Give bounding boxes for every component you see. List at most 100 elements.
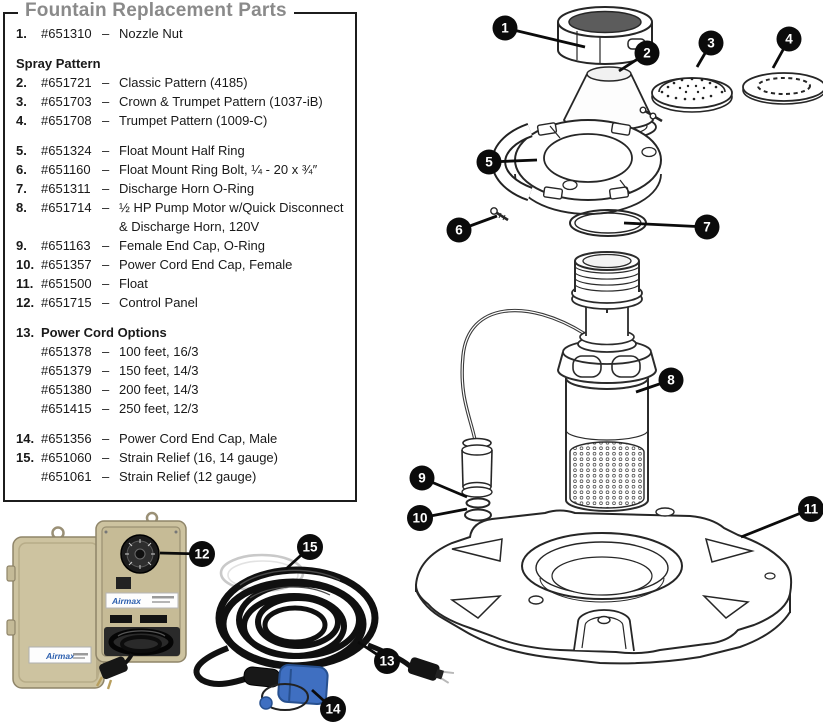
part-number: 1. (16, 26, 27, 41)
part-desc: 100 feet, 16/3 (119, 344, 199, 359)
part-row-13: 13. Power Cord Options (16, 323, 347, 342)
control-panel-closed-photo: Airmax (6, 526, 105, 689)
part-row-2: 2. #651721 – Classic Pattern (4185) (16, 73, 347, 92)
callout-5: 5 (476, 149, 502, 175)
separator: – (102, 363, 110, 378)
svg-text:9: 9 (418, 471, 426, 486)
svg-text:12: 12 (194, 547, 209, 562)
callout-9: 9 (409, 465, 435, 491)
separator: – (102, 143, 110, 158)
part-number: 12. (16, 295, 35, 310)
parts-list-panel: Fountain Replacement Parts 1. #651310 – … (3, 0, 357, 502)
part-code: #651160 (41, 162, 91, 177)
separator: – (102, 401, 110, 416)
brand-text: Airmax (45, 651, 76, 661)
svg-text:15: 15 (302, 540, 318, 555)
part-desc: Nozzle Nut (119, 26, 183, 41)
callout-6: 6 (446, 217, 472, 243)
half-ring-drawing (491, 119, 662, 215)
separator: – (102, 238, 110, 253)
part-desc: 250 feet, 12/3 (119, 401, 199, 416)
part-code: #651060 (41, 450, 92, 465)
part-row-4: 4. #651708 – Trumpet Pattern (1009-C) (16, 111, 347, 130)
part-code: #651310 (41, 26, 92, 41)
separator: – (102, 295, 110, 310)
separator: – (102, 94, 110, 109)
part-code: #651715 (41, 295, 92, 310)
separator: – (102, 162, 110, 177)
part-code: #651061 (41, 469, 92, 484)
part-row-12: 12. #651715 – Control Panel (16, 293, 347, 312)
pump-cord-drawing (460, 308, 586, 441)
svg-text:7: 7 (703, 220, 711, 235)
part-row-8-line2: & Discharge Horn, 120V (119, 219, 260, 234)
separator: – (102, 181, 110, 196)
part-row-8: 8. #651714 – ½ HP Pump Motor w/Quick Dis… (16, 198, 347, 217)
part-number: 8. (16, 200, 27, 215)
cord-plug (407, 657, 455, 684)
part-row-6: 6. #651160 – Float Mount Ring Bolt, ¼ - … (16, 160, 347, 179)
part-code: #651356 (41, 431, 92, 446)
callout-14: 14 (320, 696, 346, 722)
part-row-7: 7. #651311 – Discharge Horn O-Ring (16, 179, 347, 198)
callout-4: 4 (776, 26, 802, 52)
trumpet-disc-drawing (742, 72, 823, 105)
part-desc: Float (119, 276, 148, 291)
callout-11: 11 (798, 496, 823, 522)
part-number: 13. (16, 325, 35, 340)
screws-drawing (639, 106, 663, 123)
part-row-5: 5. #651324 – Float Mount Half Ring (16, 141, 347, 160)
spray-holes (660, 77, 724, 101)
part-code: #651415 (41, 401, 92, 416)
part-code: #651357 (41, 257, 92, 272)
part-number: 14. (16, 431, 35, 446)
power-cord-photo (193, 553, 455, 711)
part-number: 15. (16, 450, 35, 465)
separator: – (102, 382, 110, 397)
part-code: #651311 (41, 181, 91, 196)
part-number: 7. (16, 181, 27, 196)
part-desc: Trumpet Pattern (1009-C) (119, 113, 268, 128)
cord-option-3: #651380 – 200 feet, 14/3 (41, 380, 347, 399)
svg-text:11: 11 (804, 502, 819, 517)
svg-text:6: 6 (455, 223, 463, 238)
part-number: 11. (16, 276, 34, 291)
cord-option-1: #651378 – 100 feet, 16/3 (41, 342, 347, 361)
page-title: Fountain Replacement Parts (18, 0, 294, 22)
callout-badges: 1 2 3 4 5 6 7 8 9 10 11 12 13 14 15 (189, 15, 823, 722)
hinge (6, 565, 16, 582)
part-code: #651714 (41, 200, 92, 215)
switch-label (110, 615, 132, 623)
separator: – (102, 75, 110, 90)
callout-3: 3 (698, 30, 724, 56)
callout-12: 12 (189, 541, 215, 567)
ring-bolt-drawing (490, 207, 509, 222)
svg-text:4: 4 (785, 32, 793, 47)
part-desc: Classic Pattern (4185) (119, 75, 248, 90)
separator: – (102, 113, 110, 128)
separator: – (102, 344, 110, 359)
svg-text:1: 1 (501, 21, 509, 36)
end-cap-ring-10 (464, 508, 492, 522)
part-desc: Strain Relief (12 gauge) (119, 469, 257, 484)
part-number: 9. (16, 238, 27, 253)
part-row-15-line2: #651061 – Strain Relief (12 gauge) (41, 467, 347, 486)
part-code: #651379 (41, 363, 92, 378)
part-desc: Strain Relief (16, 14 gauge) (119, 450, 278, 465)
callout-7: 7 (694, 214, 720, 240)
crown-trumpet-drawing (651, 77, 733, 113)
brand-text: Airmax (111, 596, 142, 606)
callout-15: 15 (297, 534, 323, 560)
plug (95, 653, 134, 690)
hinge (6, 619, 16, 636)
part-number: 4. (16, 113, 27, 128)
part-code: #651324 (41, 143, 92, 158)
callout-10: 10 (407, 505, 433, 531)
part-code: #651721 (41, 75, 92, 90)
cord-option-4: #651415 – 250 feet, 12/3 (41, 399, 347, 418)
part-desc: Float Mount Half Ring (119, 143, 245, 158)
part-row-9: 9. #651163 – Female End Cap, O-Ring (16, 236, 347, 255)
part-number: 3. (16, 94, 27, 109)
